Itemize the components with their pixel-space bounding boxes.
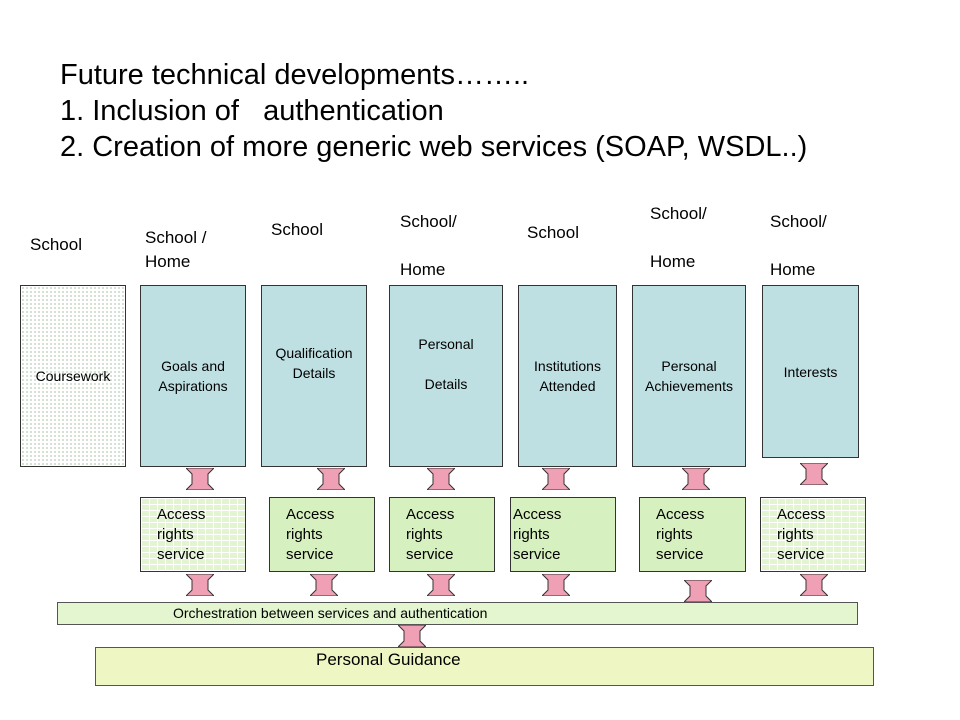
personal-achievements-label: Personal Achievements bbox=[645, 358, 733, 394]
institutions-attended-label: Institutions Attended bbox=[534, 358, 601, 394]
qualification-details-service-box: Qualification Details bbox=[261, 285, 367, 467]
access-rights-label: Access rights service bbox=[513, 505, 562, 563]
orchestration-label: Orchestration between services and authe… bbox=[173, 605, 488, 621]
interests-label: Interests bbox=[783, 363, 838, 380]
access-rights-service-box: Access rights service bbox=[389, 497, 495, 572]
access-rights-label: Access rights service bbox=[286, 505, 335, 563]
orchestration-bar: Orchestration between services and authe… bbox=[57, 602, 858, 625]
location-label-coursework: School bbox=[30, 235, 82, 254]
institutions-attended-service-box: Institutions Attended bbox=[518, 285, 617, 467]
location-label-achievements: School/ Home bbox=[650, 204, 707, 271]
double-arrow-icon bbox=[682, 468, 710, 490]
double-arrow-icon bbox=[542, 468, 570, 490]
access-rights-label: Access rights service bbox=[157, 505, 206, 563]
access-rights-service-box: Access rights service bbox=[269, 497, 375, 572]
location-label-qualification: School bbox=[271, 220, 323, 239]
goals-aspirations-label: Goals and Aspirations bbox=[158, 358, 228, 394]
personal-achievements-service-box: Personal Achievements bbox=[632, 285, 746, 467]
access-rights-service-box: Access rights service bbox=[140, 497, 246, 572]
location-label-goals: School / Home bbox=[145, 228, 207, 271]
double-arrow-icon bbox=[398, 625, 426, 647]
double-arrow-icon bbox=[684, 580, 712, 602]
double-arrow-icon bbox=[317, 468, 345, 490]
title-line-2: 1. Inclusion of authentication bbox=[60, 95, 444, 127]
interests-service-box: Interests bbox=[762, 285, 859, 458]
coursework-label: Coursework bbox=[35, 368, 111, 384]
location-label-institutions: School bbox=[527, 223, 579, 242]
double-arrow-icon bbox=[800, 574, 828, 596]
double-arrow-icon bbox=[427, 574, 455, 596]
qualification-details-label: Qualification Details bbox=[275, 345, 353, 381]
access-rights-service-box: Access rights service bbox=[510, 497, 616, 572]
double-arrow-icon bbox=[800, 463, 828, 485]
access-rights-service-box: Access rights service bbox=[639, 497, 746, 572]
access-rights-label: Access rights service bbox=[777, 505, 826, 563]
personal-guidance-label: Personal Guidance bbox=[316, 650, 461, 669]
double-arrow-icon bbox=[186, 468, 214, 490]
personal-details-label: Personal Details bbox=[418, 336, 474, 392]
double-arrow-icon bbox=[186, 574, 214, 596]
access-rights-label: Access rights service bbox=[406, 505, 455, 563]
double-arrow-icon bbox=[542, 574, 570, 596]
access-rights-label: Access rights service bbox=[656, 505, 705, 563]
access-rights-service-box: Access rights service bbox=[760, 497, 866, 572]
coursework-service-box: Coursework bbox=[20, 285, 126, 467]
goals-aspirations-service-box: Goals and Aspirations bbox=[140, 285, 246, 467]
location-label-interests: School/ Home bbox=[770, 212, 827, 279]
personal-details-service-box: Personal Details bbox=[389, 285, 503, 467]
title-line-3: 2. Creation of more generic web services… bbox=[60, 131, 808, 163]
personal-guidance-bar: Personal Guidance bbox=[95, 647, 874, 686]
double-arrow-icon bbox=[310, 574, 338, 596]
title-line-1: Future technical developments…….. bbox=[60, 59, 530, 91]
location-label-personal-details: School/ Home bbox=[400, 212, 457, 279]
double-arrow-icon bbox=[427, 468, 455, 490]
